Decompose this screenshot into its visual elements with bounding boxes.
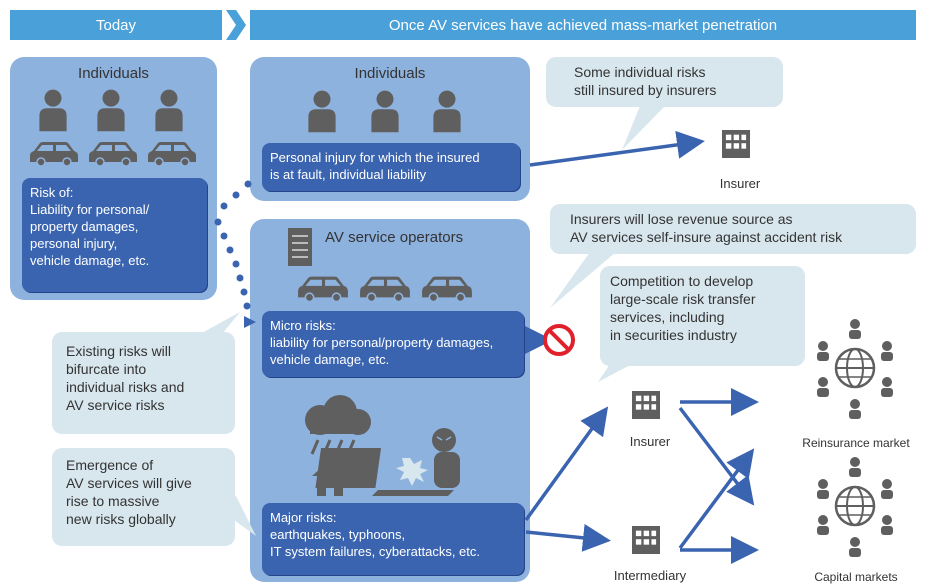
bubble-lose-revenue: Insurers will lose revenue source as AV … — [550, 204, 916, 254]
bifurcation-dotted-lines — [214, 180, 252, 310]
bubble-competition: Competition to develop large-scale risk … — [600, 266, 805, 366]
av-operators-title: AV service operators — [325, 229, 464, 246]
future-individuals-title: Individuals — [354, 65, 426, 82]
prohibit-icon — [543, 324, 575, 356]
bubble-bifurcate: Existing risks will bifurcate into indiv… — [52, 332, 235, 434]
reinsurance-network-icon — [817, 319, 893, 419]
future-header-label: Once AV services have achieved mass-mark… — [388, 16, 778, 34]
insurer-mid-building-icon — [632, 391, 660, 419]
bubble-some-risks: Some individual risks still insured by i… — [546, 57, 783, 107]
today-risk-box: Risk of: Liability for personal/ propert… — [22, 178, 207, 292]
capital-markets-network-icon — [817, 457, 893, 557]
bubble-emergence: Emergence of AV services will give rise … — [52, 448, 235, 546]
reinsurance-label: Reinsurance market — [802, 436, 910, 450]
future-header: Once AV services have achieved mass-mark… — [250, 10, 916, 40]
intermediary-building-icon — [632, 526, 660, 554]
intermediary-label: Intermediary — [613, 568, 687, 583]
insurer-top-building-icon — [722, 130, 750, 158]
today-header: Today — [10, 10, 222, 40]
capital-markets-label: Capital markets — [814, 570, 898, 584]
micro-risks-box: Micro risks: liability for personal/prop… — [262, 311, 524, 377]
future-individual-risk-box: Personal injury for which the insured is… — [262, 143, 520, 191]
insurer-top-label: Insurer — [719, 176, 761, 191]
today-individuals-title: Individuals — [78, 65, 149, 82]
insurer-mid-label: Insurer — [629, 434, 671, 449]
today-header-label: Today — [95, 16, 137, 34]
major-risks-box: Major risks: earthquakes, typhoons, IT s… — [262, 503, 524, 575]
